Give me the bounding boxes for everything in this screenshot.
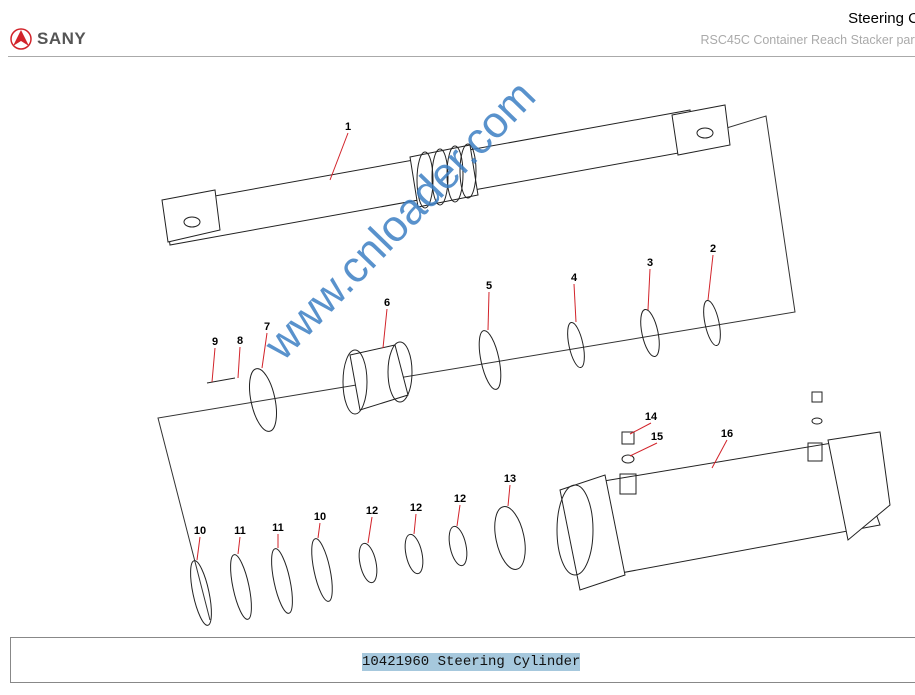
part-12-ring xyxy=(448,525,468,567)
callout-leader xyxy=(237,536,241,555)
part-4-ring xyxy=(567,321,585,369)
callout-label: 2 xyxy=(710,243,716,255)
part-11-seal xyxy=(230,554,252,620)
callout-label: 10 xyxy=(314,511,326,523)
page-subtitle: RSC45C Container Reach Stacker part xyxy=(700,33,915,47)
callout-label: 8 xyxy=(237,335,243,347)
callout-label: 14 xyxy=(645,411,658,423)
part-5-ring xyxy=(478,330,502,390)
callout-leader xyxy=(317,522,321,539)
callout-leader xyxy=(382,308,388,349)
part-10-seal xyxy=(190,560,212,626)
callout-leader xyxy=(507,484,511,507)
sany-logo-icon xyxy=(10,28,32,50)
callout-label: 10 xyxy=(194,525,206,537)
part-1-piston-rod xyxy=(161,104,731,246)
callout-label: 4 xyxy=(571,272,578,284)
callout-leader xyxy=(629,442,658,457)
callout-label: 11 xyxy=(234,525,246,537)
callout-leader xyxy=(487,291,490,331)
sany-logo: SANY xyxy=(9,28,86,50)
part-caption: 10421960 Steering Cylinder xyxy=(362,653,581,671)
callout-label: 15 xyxy=(651,431,663,443)
part-6-piston xyxy=(342,341,413,415)
callout-leader xyxy=(413,513,417,535)
callout-label: 7 xyxy=(264,321,270,333)
part-2-seal xyxy=(703,299,721,347)
callout-leader xyxy=(573,283,577,323)
part-8-9-pin xyxy=(206,377,236,384)
part-13-guide-sleeve xyxy=(494,506,526,570)
callout-leader xyxy=(456,504,461,527)
page-title: Steering C xyxy=(848,10,915,27)
callout-label: 12 xyxy=(410,502,422,514)
callout-label: 3 xyxy=(647,257,653,269)
part-10-seal xyxy=(311,538,333,602)
callout-label: 1 xyxy=(345,121,351,133)
part-11-seal xyxy=(271,548,293,614)
part-12-ring xyxy=(404,533,424,575)
brand-name: SANY xyxy=(37,29,87,48)
callout-label: 13 xyxy=(504,473,516,485)
callout-label: 16 xyxy=(721,428,733,440)
part-16-cylinder-tube xyxy=(556,391,891,591)
callout-label: 12 xyxy=(454,493,466,505)
callout-leader xyxy=(329,132,349,181)
part-3-ring xyxy=(640,308,660,358)
callout-label: 12 xyxy=(366,505,378,517)
callout-leader xyxy=(211,347,216,383)
callout-leader xyxy=(196,536,201,561)
callout-leader xyxy=(711,439,728,469)
part-12-ring xyxy=(358,542,378,584)
caption-box xyxy=(10,637,915,683)
part-7-nut xyxy=(249,368,277,432)
callout-label: 5 xyxy=(486,280,492,292)
callout-leader xyxy=(237,346,241,379)
callout-leader xyxy=(261,332,268,369)
callout-leader xyxy=(707,254,714,301)
callout-leader xyxy=(367,516,373,544)
callout-label: 11 xyxy=(272,522,284,534)
callout-leader xyxy=(629,422,652,435)
callout-label: 9 xyxy=(212,336,218,348)
callout-label: 6 xyxy=(384,297,390,309)
header-divider xyxy=(8,56,915,57)
frame-lines xyxy=(157,115,796,621)
callout-leader xyxy=(647,268,651,311)
